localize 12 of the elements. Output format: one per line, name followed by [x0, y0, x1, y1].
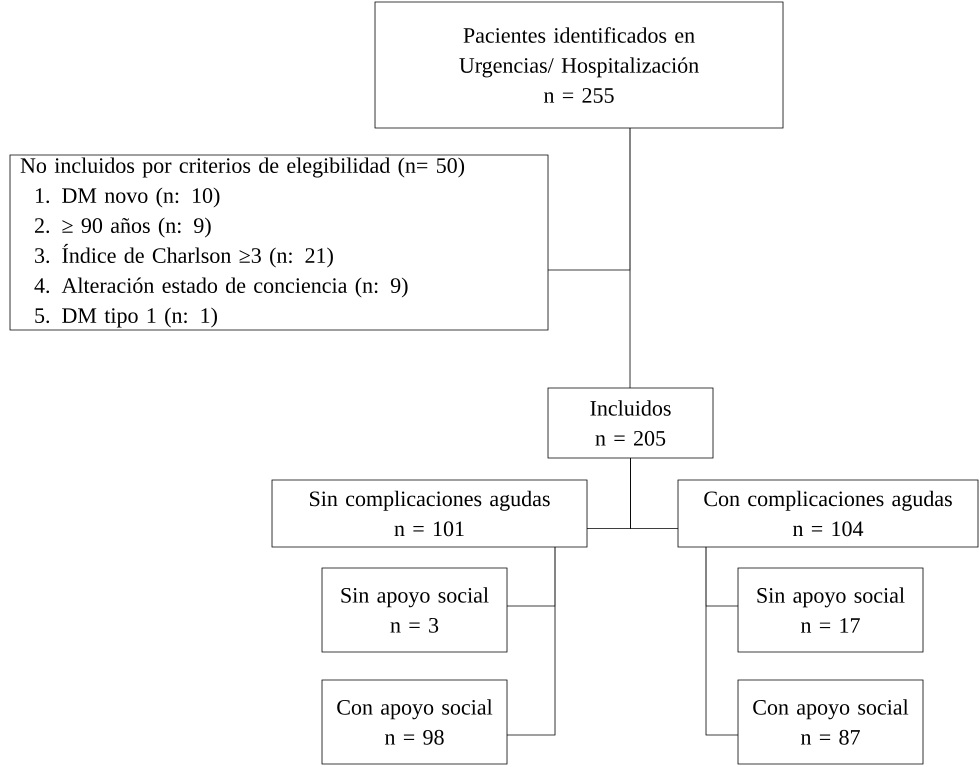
flow-box: Con complicaciones agudas n = 104 [678, 480, 978, 548]
flow-box: Incluidos n = 205 [548, 388, 714, 458]
connector-line [506, 546, 556, 736]
connector-line [630, 458, 678, 529]
flow-box: Con apoyo social n = 98 [322, 680, 508, 764]
flow-box: Pacientes identificados en Urgencias/ Hospitalización n = 255 [374, 2, 784, 128]
flow-box: Sin apoyo social n = 17 [738, 568, 924, 652]
flow-box: Sin complicaciones agudas n = 101 [272, 480, 588, 548]
flow-box: No incluidos por criterios de elegibilidad (n= 50) 1. DM novo (n: 10) 2. ≥ 90 años (n: 9) 3. Índice de Charlson ≥3 (n: 21) 4. Alteración estado de conciencia (n: 9) 5. DM tipo 1 (n: 1) [10, 154, 548, 330]
flow-box: Con apoyo social n = 87 [738, 680, 924, 764]
connector-line [706, 546, 738, 736]
flow-box: Sin apoyo social n = 3 [322, 568, 508, 652]
